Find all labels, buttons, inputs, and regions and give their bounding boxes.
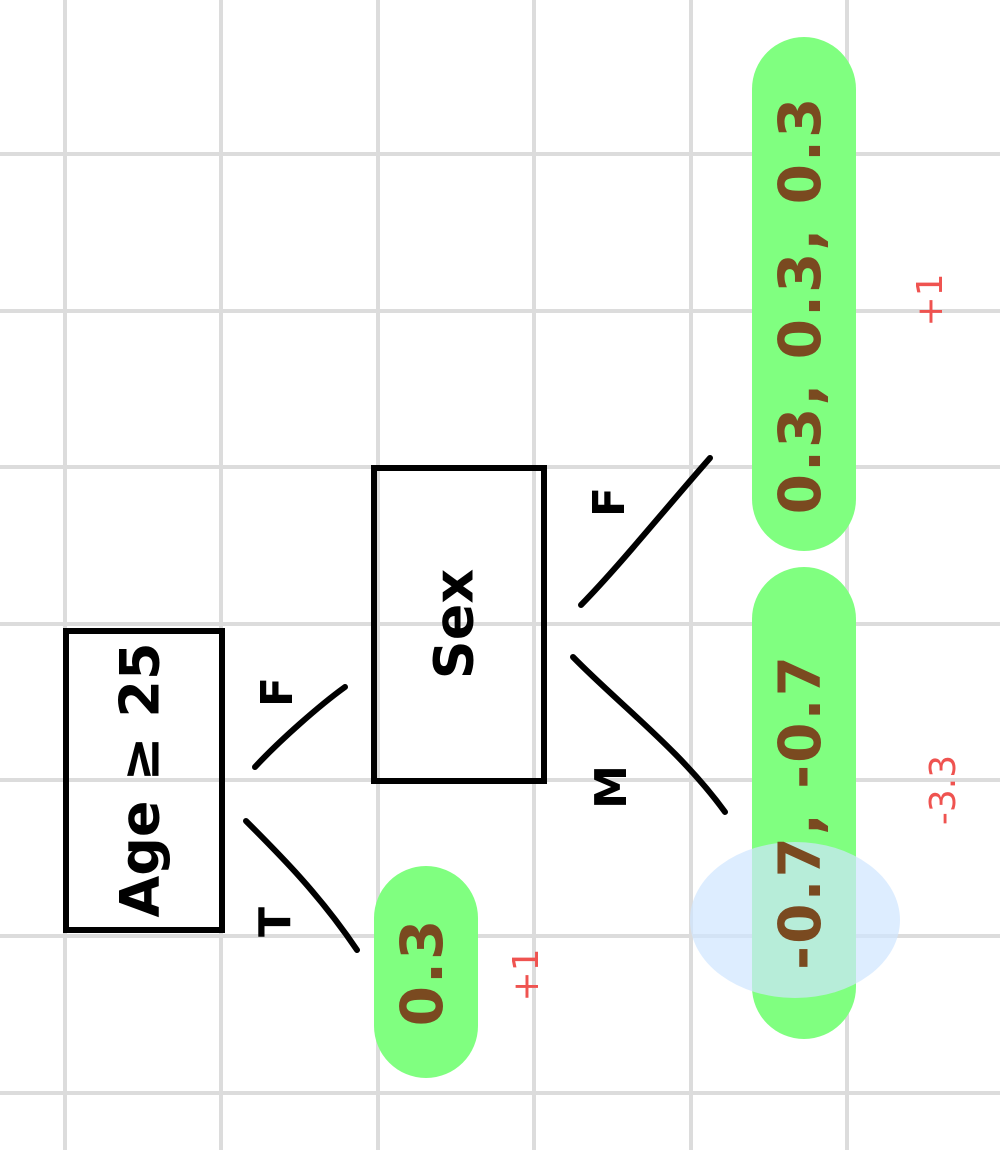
root-node-label: Age ≥ 25 (109, 642, 172, 917)
leaf-note-top-right: +1 (910, 273, 951, 326)
leaf-note-bottom-right: -3.3 (923, 755, 964, 825)
sex-node-label: Sex (423, 569, 486, 680)
branch-root-false (252, 684, 348, 770)
edge-label-sex-male: M (586, 765, 637, 809)
edge-label-root-false: F (252, 677, 303, 707)
branch-sex-female (578, 455, 713, 608)
leaf-values-top-right: 0.3, 0.3, 0.3 (766, 96, 834, 515)
edge-label-root-true: T (250, 907, 301, 937)
root-node-box (63, 628, 225, 933)
edge-label-sex-female: F (584, 487, 635, 517)
blue-highlight-blob (690, 842, 900, 998)
branch-sex-male (570, 654, 728, 815)
leaf-values-bottom-right: -0.7, -0.7 (766, 654, 834, 970)
sex-node-box (371, 465, 547, 784)
leaf-highlight-top-right (752, 37, 856, 551)
leaf-highlight-bottom-left (374, 866, 478, 1078)
leaf-note-bottom-left: +1 (506, 948, 547, 1001)
leaf-values-bottom-left: 0.3 (388, 918, 456, 1027)
branch-root-true (243, 818, 360, 953)
